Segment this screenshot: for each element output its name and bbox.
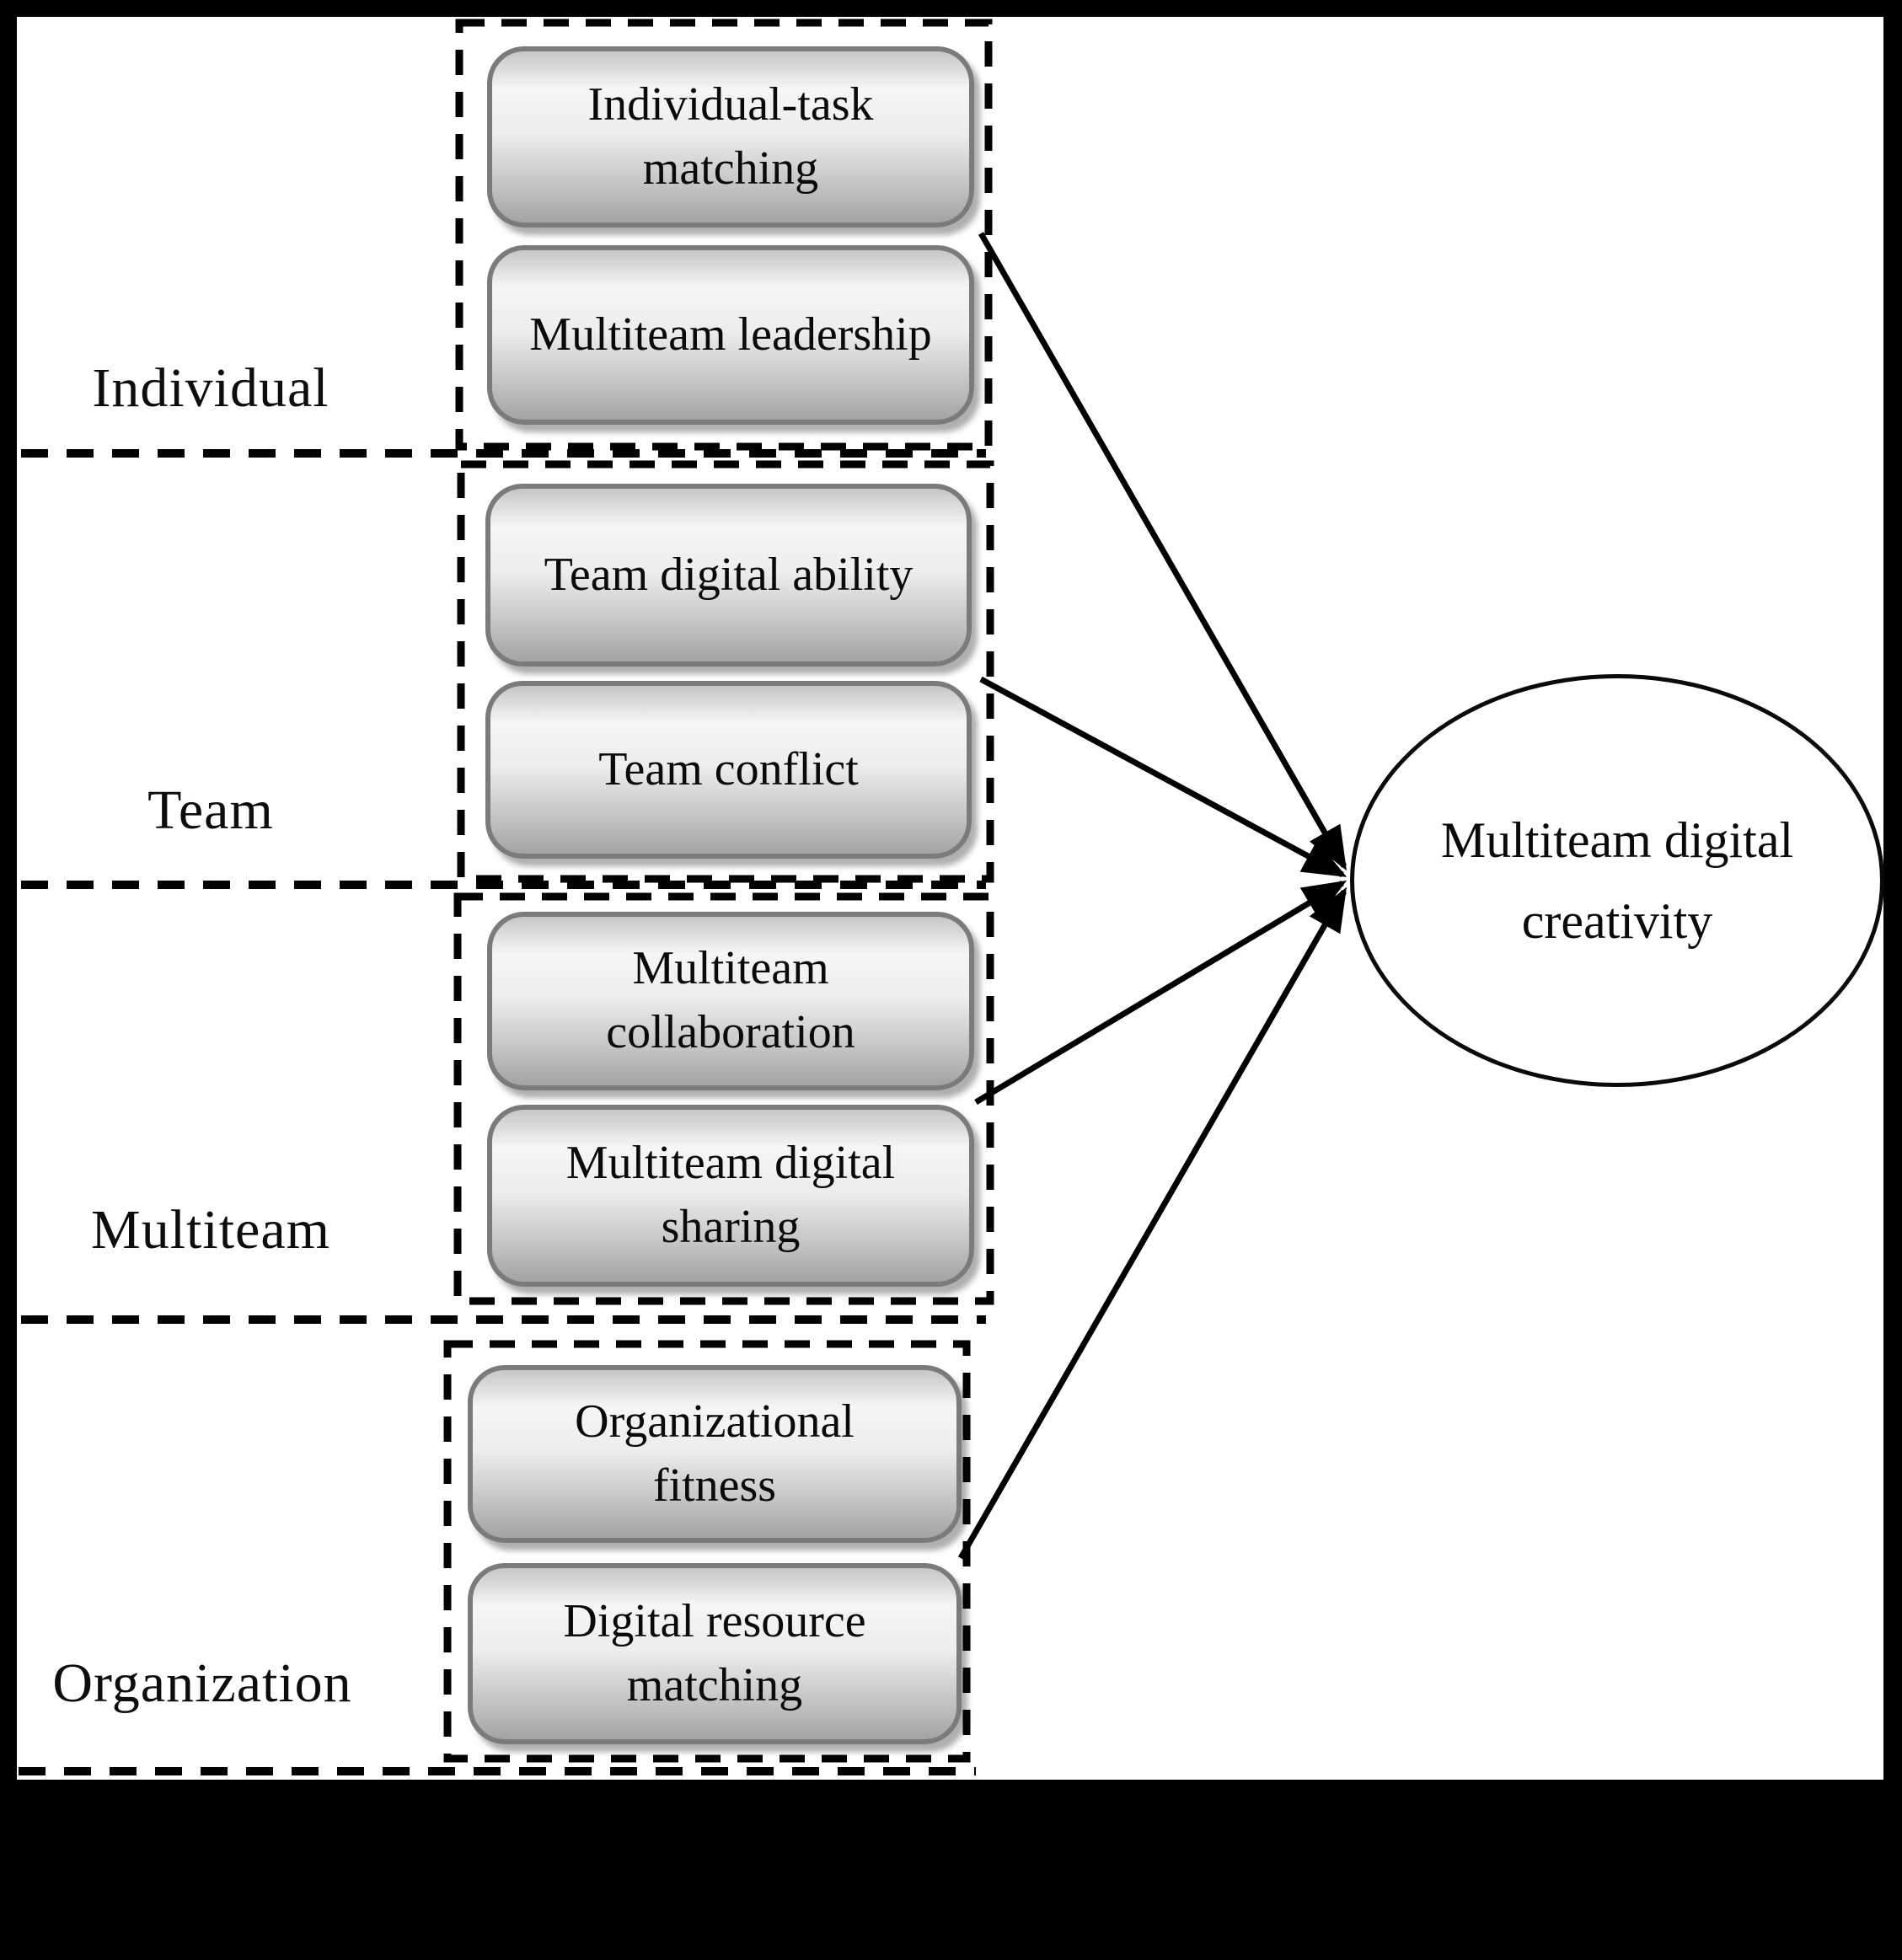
section-label-individual: Individual [92, 357, 330, 419]
node-label: Multiteam collaboration [606, 942, 855, 1058]
node-team-digital-ability: Team digital ability [485, 484, 972, 667]
node-multiteam-leadership: Multiteam leadership [487, 245, 974, 425]
node-label: Team conflict [598, 742, 859, 795]
node-label: Individual-task matching [587, 78, 874, 195]
node-multiteam-collaboration: Multiteam collaboration [487, 912, 974, 1090]
outcome-ellipse: Multiteam digital creativity [1350, 674, 1884, 1087]
node-multiteam-digital-sharing: Multiteam digital sharing [487, 1105, 974, 1287]
node-individual-task-matching: Individual-task matching [487, 46, 974, 228]
node-team-conflict: Team conflict [485, 681, 972, 859]
node-digital-resource-matching: Digital resource matching [468, 1563, 962, 1744]
section-label-team: Team [147, 779, 274, 841]
node-label: Organizational fitness [575, 1395, 855, 1512]
node-label: Digital resource matching [563, 1594, 866, 1711]
node-label: Multiteam leadership [529, 308, 932, 361]
node-label: Team digital ability [544, 548, 913, 601]
outcome-label: Multiteam digital creativity [1440, 812, 1794, 949]
node-organizational-fitness: Organizational fitness [468, 1365, 962, 1543]
node-label: Multiteam digital sharing [565, 1137, 896, 1253]
section-label-organization: Organization [52, 1652, 352, 1714]
section-label-multiteam: Multiteam [91, 1199, 330, 1261]
